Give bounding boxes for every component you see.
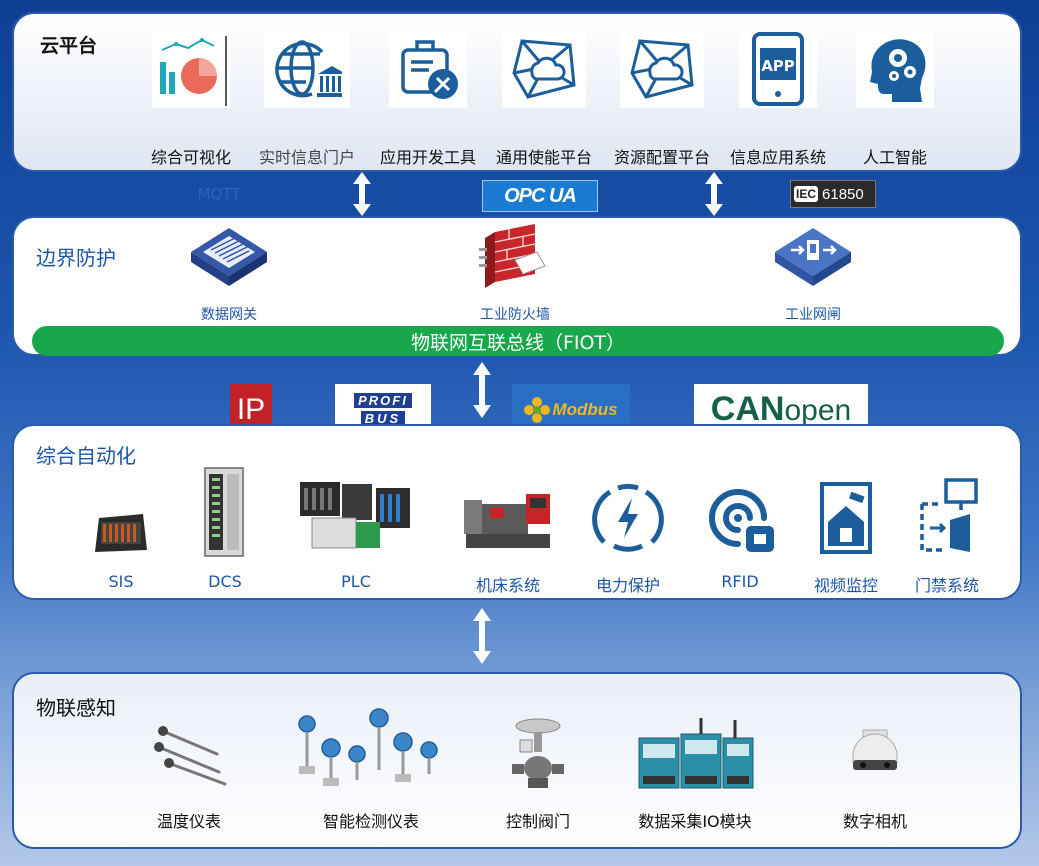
auto-item-label: 机床系统 <box>475 576 540 595</box>
cloud-item-info-app[interactable]: APP 信息应用系统 <box>722 30 834 167</box>
double-arrow-icon <box>705 172 723 216</box>
sense-item-control-valve[interactable]: 控制阀门 <box>490 716 586 831</box>
data-gateway-icon <box>191 228 267 286</box>
sense-item-smart-instruments[interactable]: 智能检测仪表 <box>290 708 452 831</box>
edge-item-label: 工业防火墙 <box>480 307 550 323</box>
double-arrow-icon <box>473 608 491 664</box>
sis-cabinet-icon <box>95 514 147 552</box>
automation-panel: 综合自动化 SIS DCS <box>12 424 1022 600</box>
mqtt-logo: MQTT <box>197 185 241 203</box>
cloud-item-label: 资源配置平台 <box>613 148 710 167</box>
toolbox-icon <box>389 30 467 108</box>
svg-text:APP: APP <box>761 57 795 75</box>
auto-item-label: DCS <box>208 572 242 591</box>
cloud-network-icon <box>620 30 704 108</box>
chart-visualization-icon <box>152 30 230 108</box>
auto-item-video-surveillance[interactable]: 视频监控 <box>806 480 886 595</box>
edge-item-gateway[interactable]: 数据网关 <box>174 224 284 324</box>
dome-camera-icon <box>852 729 898 770</box>
sense-item-label: 温度仪表 <box>156 812 221 831</box>
cloud-item-label: 信息应用系统 <box>729 148 826 167</box>
cloud-item-enable-platform[interactable]: 通用使能平台 <box>488 30 600 167</box>
modbus-flower-icon <box>524 397 551 423</box>
edge-item-label: 数据网关 <box>201 307 257 323</box>
cloud-item-ai[interactable]: 人工智能 <box>840 30 950 167</box>
edge-protection-title: 边界防护 <box>36 246 116 270</box>
cloud-item-label: 应用开发工具 <box>379 148 476 167</box>
cloud-item-devtools[interactable]: 应用开发工具 <box>372 30 484 167</box>
cloud-network-icon <box>502 30 586 108</box>
cloud-item-portal[interactable]: 实时信息门户 <box>252 30 362 167</box>
automation-title: 综合自动化 <box>36 444 136 468</box>
cloud-item-label: 通用使能平台 <box>495 148 592 167</box>
edge-protection-panel: 边界防护 数据网关 <box>12 216 1022 356</box>
temperature-probe-icon <box>154 726 227 786</box>
auto-item-machine-tool[interactable]: 机床系统 <box>458 486 558 595</box>
access-control-icon <box>920 478 978 552</box>
rfid-icon <box>709 489 774 552</box>
auto-item-sis[interactable]: SIS <box>88 496 154 594</box>
cloud-item-visualization[interactable]: 综合可视化 <box>136 30 246 167</box>
sense-item-io-module[interactable]: 数据采集IO模块 <box>622 716 768 831</box>
profibus-logo: PROFI BUS <box>335 384 431 434</box>
auto-item-label: SIS <box>108 572 134 591</box>
sense-item-label: 控制阀门 <box>505 812 570 831</box>
sense-item-label: 数据采集IO模块 <box>638 812 752 831</box>
plc-rack-icon <box>300 482 410 549</box>
power-protection-icon <box>592 483 664 552</box>
auto-item-power-protection[interactable]: 电力保护 <box>580 480 676 595</box>
iot-sensing-panel: 物联感知 温度仪表 <box>12 672 1022 849</box>
firewall-icon <box>479 224 546 288</box>
auto-item-label: 电力保护 <box>595 576 660 595</box>
auto-item-label: 视频监控 <box>813 576 878 595</box>
edge-item-firewall[interactable]: 工业防火墙 <box>458 222 572 324</box>
iec-61850-logo: IEC 61850 <box>790 180 876 208</box>
auto-item-access-control[interactable]: 门禁系统 <box>908 476 986 595</box>
fiot-bus-bar: 物联网互联总线（FIOT） <box>32 326 1004 356</box>
iot-sensing-title: 物联感知 <box>36 696 116 720</box>
auto-item-label: 门禁系统 <box>914 576 979 595</box>
cloud-item-label: 实时信息门户 <box>258 148 355 167</box>
double-arrow-icon <box>473 362 491 418</box>
auto-item-label: RFID <box>721 572 759 591</box>
edge-item-label: 工业网闸 <box>785 307 841 323</box>
dcs-cabinet-icon <box>204 467 244 557</box>
auto-item-dcs[interactable]: DCS <box>196 466 254 594</box>
network-gate-icon <box>775 228 851 286</box>
control-valve-icon <box>512 718 564 788</box>
cloud-platform-panel: 云平台 综合可视化 <box>12 12 1022 172</box>
video-surveillance-icon <box>820 482 872 554</box>
ai-head-gears-icon <box>856 30 934 108</box>
cloud-item-resource-platform[interactable]: 资源配置平台 <box>606 30 718 167</box>
io-module-icon <box>638 718 754 789</box>
sense-item-temperature[interactable]: 温度仪表 <box>134 720 244 831</box>
cloud-platform-title: 云平台 <box>40 35 98 57</box>
edge-item-netgate[interactable]: 工业网闸 <box>758 224 868 324</box>
globe-bank-icon <box>264 30 350 108</box>
cloud-item-label: 人工智能 <box>862 148 927 167</box>
auto-item-rfid[interactable]: RFID <box>696 480 784 594</box>
cloud-item-label: 综合可视化 <box>150 148 231 167</box>
sense-item-label: 智能检测仪表 <box>322 812 419 831</box>
sense-item-digital-camera[interactable]: 数字相机 <box>822 726 928 831</box>
auto-item-plc[interactable]: PLC <box>298 476 414 594</box>
sense-item-label: 数字相机 <box>842 812 907 831</box>
opc-ua-logo: OPC UA <box>482 180 598 212</box>
auto-item-label: PLC <box>341 572 371 591</box>
double-arrow-icon <box>353 172 371 216</box>
smart-transmitter-icon <box>298 708 438 786</box>
app-phone-icon: APP <box>739 30 817 108</box>
machine-tool-icon <box>464 494 550 548</box>
